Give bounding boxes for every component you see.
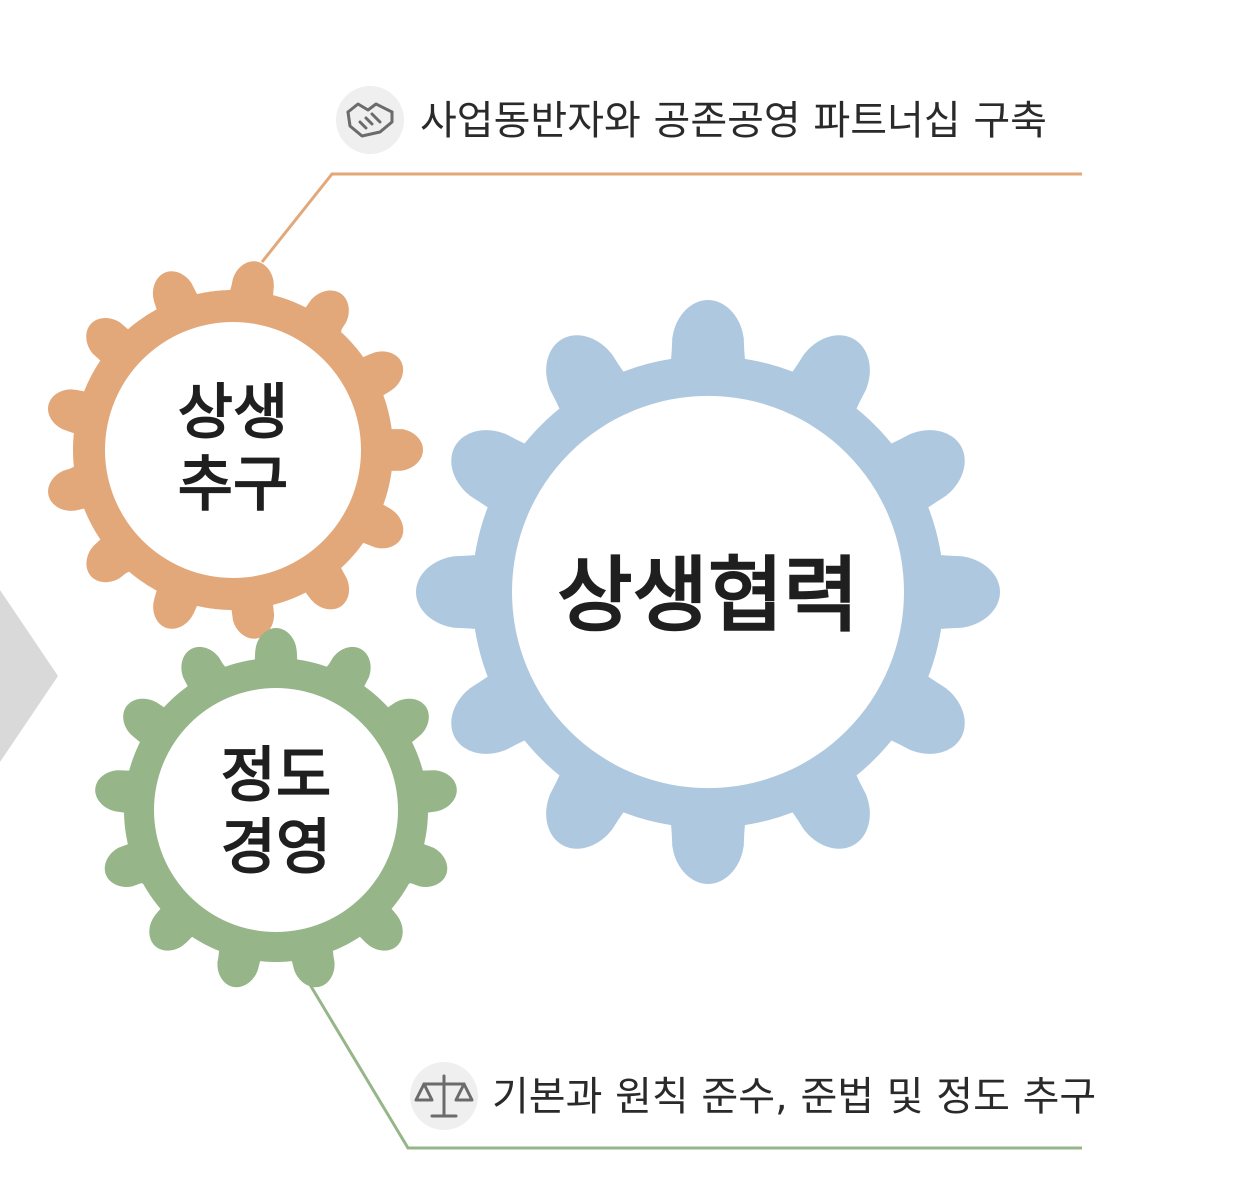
top-gear xyxy=(48,261,423,639)
handshake-icon xyxy=(346,102,394,138)
bottom-gear-ring xyxy=(95,628,457,988)
bottom-callout-line xyxy=(304,977,1082,1150)
top-callout-text: 사업동반자와 공존공영 파트너십 구축 xyxy=(420,98,1047,144)
bottom-callout: 기본과 원칙 준수, 준법 및 정도 추구 xyxy=(410,1062,1096,1130)
bottom-gear-label-line1: 정도 xyxy=(221,741,331,811)
bottom-callout-text: 기본과 원칙 준수, 준법 및 정도 추구 xyxy=(492,1074,1096,1120)
left-arrow xyxy=(0,590,58,762)
top-callout-line xyxy=(260,172,1082,263)
top-gear-label-line2: 추구 xyxy=(178,450,288,520)
center-gear-ring xyxy=(416,300,1000,884)
bottom-gear xyxy=(95,628,457,988)
top-callout: 사업동반자와 공존공영 파트너십 구축 xyxy=(336,86,1047,154)
center-gear-label: 상생협력 xyxy=(557,549,859,644)
top-gear-ring xyxy=(48,261,423,639)
bottom-gear-label-line2: 경영 xyxy=(221,813,331,883)
center-gear xyxy=(416,300,1000,884)
top-gear-label-line1: 상생 xyxy=(178,378,288,448)
scales-icon xyxy=(414,1074,474,1118)
